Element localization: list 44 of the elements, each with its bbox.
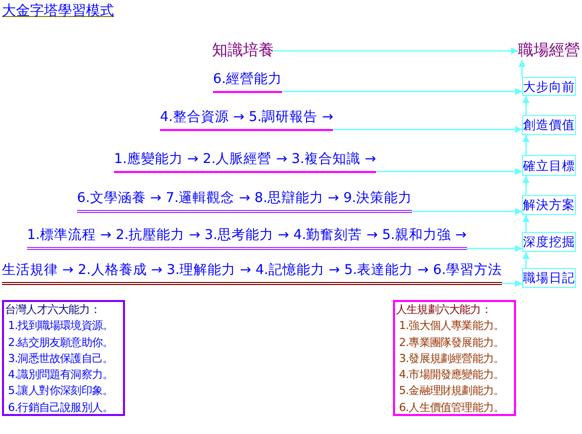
- arrow: [522, 176, 530, 195]
- goal-box: 職場日記: [522, 268, 576, 288]
- arrow: [466, 245, 522, 252]
- arrow: [522, 252, 530, 268]
- arrow: [518, 60, 526, 77]
- list-item: 2.專業團隊發展能力。: [398, 334, 506, 351]
- list-item: 3.洞悉世故保護自己。: [7, 350, 114, 367]
- list-item: 5.金融理財規劃能力。: [398, 383, 506, 400]
- underlined-skill-row: 6.文學涵養 → 7.邏輯觀念 → 8.思辯能力 → 9.決策能力: [77, 191, 412, 213]
- arrow: [522, 135, 530, 155]
- arrow: [522, 215, 530, 232]
- goal-box: 解決方案: [522, 195, 576, 215]
- list-item: 2.結交朋友願意助你。: [7, 334, 114, 351]
- list-item: 4.識別問題有洞察力。: [7, 367, 114, 384]
- underlined-skill-row: 1.標準流程 → 2.抗壓能力 → 3.思考能力 → 4.勤奮刻苦 → 5.親和力強 →: [27, 228, 467, 250]
- arrow: [333, 126, 522, 133]
- arrow: [412, 208, 522, 215]
- goal-box: 大步向前: [522, 77, 576, 96]
- underlined-skill-row: 6.經營能力: [213, 72, 282, 93]
- list-item: 3.發展規劃經營能力。: [398, 350, 506, 367]
- list-item: 6.人生價值管理能力。: [398, 400, 506, 414]
- arrow: [522, 96, 530, 115]
- list-heading: 台灣人才六大能力：: [4, 302, 102, 318]
- list-item: 5.讓人對你深刻印象。: [7, 383, 114, 400]
- list-item: 4.市場開發應變能力。: [398, 367, 506, 384]
- stage-label: 職場經營: [518, 42, 580, 60]
- goal-box: 確立目標: [522, 155, 576, 176]
- list-item: 1.強大個人專業能力。: [398, 318, 506, 334]
- stage-label: 知識培養: [212, 42, 274, 60]
- goal-box: 深度挖掘: [522, 232, 576, 252]
- arrow: [502, 280, 522, 287]
- arrow: [274, 47, 518, 54]
- list-heading: 人生規劃六大能力：: [395, 302, 492, 318]
- goal-box: 創造價值: [522, 115, 576, 135]
- underlined-skill-row: 生活規律 → 2.人格養成 → 3.理解能力 → 4.記憶能力 → 5.表達能力 → 6.學習方法: [2, 263, 502, 285]
- title-link: 大金字塔學習模式: [2, 3, 114, 20]
- underlined-skill-row: 1.應變能力 → 2.人脈經營 → 3.複合知識 →: [114, 152, 376, 173]
- arrow: [282, 88, 522, 95]
- underlined-skill-row: 4.整合資源 → 5.調研報告 →: [160, 110, 334, 131]
- ability-list-box: [2, 300, 125, 416]
- arrow: [376, 168, 522, 175]
- list-item: 6.行銷自己說服別人。: [7, 400, 114, 414]
- list-item: 1.找到職場環境資源。: [7, 318, 114, 334]
- ability-list-box: [393, 300, 516, 416]
